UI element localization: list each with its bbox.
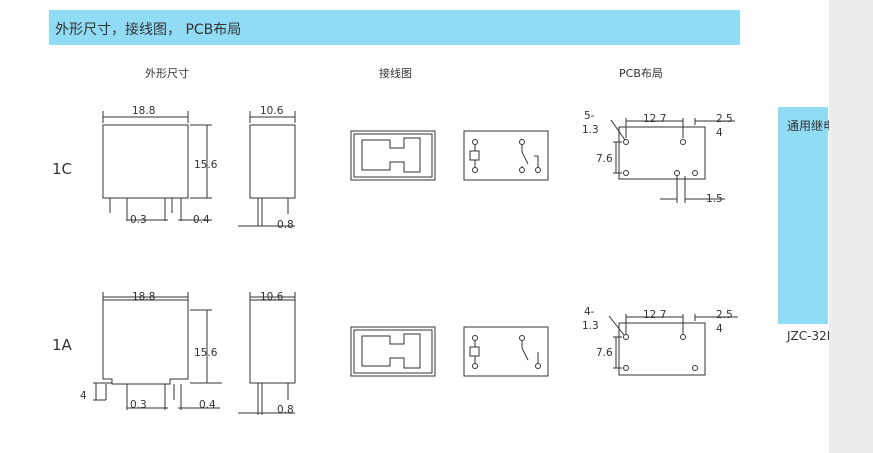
wiring-1c (463, 130, 549, 181)
dim-width-1c: 18.8 (132, 105, 155, 117)
pcb-vert-1a: 7.6 (596, 347, 613, 359)
front-view-1c (102, 111, 212, 221)
section-wiring: 接线图 (379, 67, 412, 80)
pcb-pitch-1a: 12.7 (643, 309, 666, 321)
dim-thick-1c: 0.8 (277, 219, 294, 231)
pcb-a-1a: 4- (584, 306, 595, 318)
gray-strip (829, 0, 873, 453)
model-label: JZC-32F (787, 329, 834, 343)
dim-depth-1a: 10.6 (260, 291, 284, 303)
dim-side-1a: 4 (80, 390, 87, 402)
dim-height-1c: 15.6 (194, 159, 218, 171)
dim-pin-gap-1c: 0.4 (193, 214, 210, 226)
dim-depth-1c: 10.6 (260, 105, 284, 117)
pcb-pitch-1c: 12.7 (643, 113, 666, 125)
dim-texts-1a: 18.8 15.6 4 0.3 0.4 10.6 0.8 4- 1.3 12.7… (80, 291, 733, 416)
pcb-1a (608, 314, 738, 376)
row-label-1a: 1A (52, 336, 72, 354)
section-outline: 外形尺寸 (145, 67, 189, 80)
header-title: 外形尺寸，接线图， PCB布局 (55, 22, 242, 38)
dim-thick-1a: 0.8 (277, 404, 294, 416)
pcb-edge2-1c: 4 (716, 127, 723, 139)
dim-pin-gap-1a: 0.4 (199, 399, 216, 411)
dim-texts-1c: 18.8 15.6 0.3 0.4 10.6 0.8 5- 1.3 12.7 2… (130, 105, 733, 231)
pcb-edge-1a: 2.5 (716, 309, 733, 321)
pcb-bottom-1c: 1.5 (706, 193, 723, 205)
pcb-1c (610, 118, 735, 203)
side-panel (778, 107, 828, 324)
pcb-vert-1c: 7.6 (596, 153, 613, 165)
side-view-1c (238, 111, 296, 227)
dim-height-1a: 15.6 (194, 347, 218, 359)
front-view-1a (93, 292, 222, 410)
pcb-a-1c: 5- (584, 110, 595, 122)
wiring-1a (463, 326, 549, 377)
section-pcb: PCB布局 (619, 67, 663, 80)
dim-width-1a: 18.8 (132, 291, 155, 303)
pcb-edge2-1a: 4 (716, 323, 723, 335)
pcb-b-1a: 1.3 (582, 320, 599, 332)
pcb-b-1c: 1.3 (582, 124, 599, 136)
header-bar: 外形尺寸，接线图， PCB布局 (49, 10, 740, 45)
bottom-view-1a (350, 326, 436, 377)
row-label-1c: 1C (52, 160, 73, 178)
pcb-edge-1c: 2.5 (716, 113, 733, 125)
side-view-1a (238, 292, 296, 415)
dim-pin-1c: 0.3 (130, 214, 147, 226)
dim-pin-1a: 0.3 (130, 399, 147, 411)
bottom-view-1c (350, 130, 436, 181)
